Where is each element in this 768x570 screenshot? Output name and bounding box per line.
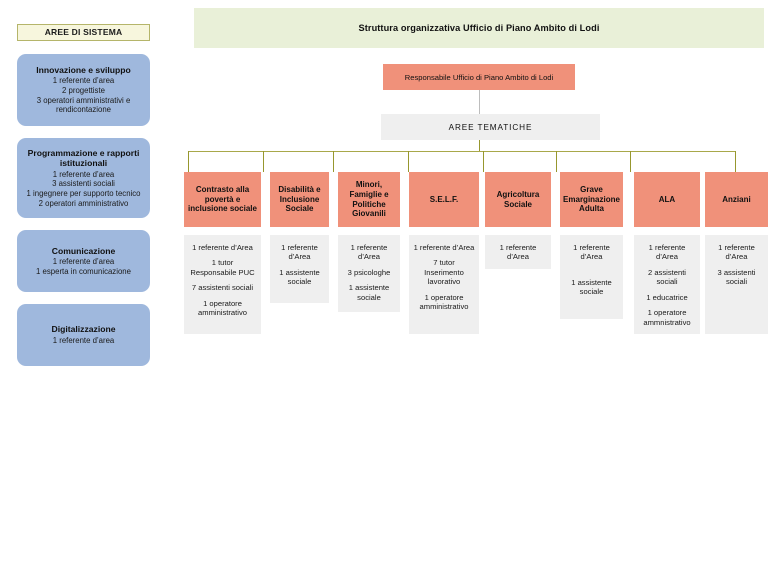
role-entry: 1 operatore ammnistrativo <box>643 308 691 327</box>
column-header[interactable]: ALA <box>634 172 700 227</box>
column-body: 1 referente d’Area 7 tutor Inserimento l… <box>409 235 479 334</box>
column-body: 1 referente d’Area 2 assistenti sociali … <box>634 235 700 334</box>
role-entry: 1 referente d’Area <box>350 243 388 262</box>
system-area-box-comunicazione[interactable]: Comunicazione 1 referente d’area 1 esper… <box>17 230 150 292</box>
column-anziani: Anziani 1 referente d’Area 3 assistenti … <box>705 172 768 334</box>
system-area-line: 1 referente d’area <box>52 76 115 86</box>
role-entry: 3 assistenti sociali <box>717 267 756 287</box>
system-area-line: 3 operatori amministrativi e rendicontaz… <box>36 95 131 115</box>
column-header[interactable]: Grave Emarginazione Adulta <box>560 172 623 227</box>
role-entry: 1 assistente sociale <box>348 283 390 302</box>
role-entry: 1 referente d’Area <box>281 243 318 262</box>
system-area-title: Innovazione e sviluppo <box>36 64 131 75</box>
connector-drop-6 <box>556 151 557 172</box>
column-body: 1 referente d’Area <box>485 235 551 269</box>
role-entry: 7 tutor Inserimento lavorativo <box>424 258 464 287</box>
column-header[interactable]: Disabilità e Inclusione Sociale <box>270 172 329 227</box>
column-body: 1 referente d’Area 3 assistenti sociali <box>705 235 768 334</box>
system-area-line: 1 esperta in comunicazione <box>36 266 131 276</box>
role-entry: 1 referente d’Area <box>648 243 686 262</box>
column-header[interactable]: Anziani <box>705 172 768 227</box>
role-entry: 1 tutor Responsabile PUC <box>190 258 255 277</box>
column-header[interactable]: S.E.L.F. <box>409 172 479 227</box>
connector-drop-5 <box>483 151 484 172</box>
column-disabilita-inclusione: Disabilità e Inclusione Sociale 1 refere… <box>270 172 329 303</box>
column-contrasto-poverta: Contrasto alla povertà e inclusione soci… <box>184 172 261 334</box>
system-area-box-programmazione[interactable]: Programmazione e rapporti istituzionali … <box>17 138 150 218</box>
role-entry: 1 assistente sociale <box>571 277 612 297</box>
role-entry: 1 referente d’Area <box>499 243 537 262</box>
system-area-line: 3 assistenti sociali <box>52 179 115 189</box>
system-area-line: 2 progettiste <box>62 86 105 96</box>
column-ala: ALA 1 referente d’Area 2 assistenti soci… <box>634 172 700 334</box>
column-minori-famiglie: Minori, Famiglie e Politiche Giovanili 1… <box>338 172 400 312</box>
role-entry: 7 assistenti sociali <box>191 283 254 293</box>
system-area-line: 1 referente d’area <box>52 169 115 179</box>
system-area-line: 2 operatori amministrativo <box>38 198 129 208</box>
role-entry: 2 assistenti sociali <box>648 267 686 287</box>
connector-drop-4 <box>408 151 409 172</box>
role-entry: 1 educatrice <box>646 292 688 302</box>
column-body: 1 referente d’Area 1 assistente sociale <box>560 235 623 319</box>
column-agricoltura-sociale: Agricoltura Sociale 1 referente d’Area <box>485 172 551 269</box>
node-responsabile[interactable]: Responsabile Ufficio di Piano Ambito di … <box>383 64 575 90</box>
node-aree-tematiche[interactable]: AREE TEMATICHE <box>381 114 600 140</box>
column-header[interactable]: Agricoltura Sociale <box>485 172 551 227</box>
connector-drop-8 <box>735 151 736 172</box>
system-areas-header: AREE DI SISTEMA <box>17 24 150 41</box>
system-area-box-innovazione[interactable]: Innovazione e sviluppo 1 referente d’are… <box>17 54 150 126</box>
connector-drop-7 <box>630 151 631 172</box>
system-area-box-digitalizzazione[interactable]: Digitalizzazione 1 referente d’area <box>17 304 150 366</box>
column-header[interactable]: Contrasto alla povertà e inclusione soci… <box>184 172 261 227</box>
role-entry: 1 operatore amministrativo <box>198 298 247 318</box>
system-areas-sidebar: AREE DI SISTEMA Innovazione e sviluppo 1… <box>17 24 150 378</box>
system-area-line: 1 referente d’area <box>52 335 115 345</box>
chart-title: Struttura organizzativa Ufficio di Piano… <box>194 8 764 48</box>
column-grave-emarginazione: Grave Emarginazione Adulta 1 referente d… <box>560 172 623 319</box>
role-entry: 1 referente d’Area <box>192 243 253 252</box>
system-area-line: 1 ingegnere per supporto tecnico <box>26 188 141 198</box>
connector-drop-1 <box>188 151 189 172</box>
system-area-title: Digitalizzazione <box>51 324 116 335</box>
column-header[interactable]: Minori, Famiglie e Politiche Giovanili <box>338 172 400 227</box>
connector-responsabile-aree <box>479 90 480 114</box>
connector-drop-3 <box>333 151 334 172</box>
role-entry: 1 referente d’Area <box>718 243 755 262</box>
role-entry: 1 operatore amministrativo <box>419 292 469 312</box>
column-body: 1 referente d’Area 1 tutor Responsabile … <box>184 235 261 334</box>
role-entry: 1 referente d’Area <box>573 243 610 262</box>
role-entry: 1 assistente sociale <box>279 267 320 287</box>
role-entry: 1 referente d’Area <box>413 243 475 252</box>
connector-drop-2 <box>263 151 264 172</box>
system-area-line: 1 referente d’area <box>52 257 115 267</box>
column-self: S.E.L.F. 1 referente d’Area 7 tutor Inse… <box>409 172 479 334</box>
system-area-title: Programmazione e rapporti istituzionali <box>27 147 140 169</box>
column-body: 1 referente d’Area 3 psicologhe 1 assist… <box>338 235 400 312</box>
connector-horizontal-bus <box>188 151 735 152</box>
column-body: 1 referente d’Area 1 assistente sociale <box>270 235 329 303</box>
role-entry: 3 psicologhe <box>347 267 391 277</box>
system-area-title: Comunicazione <box>51 245 116 256</box>
connector-aree-bus <box>479 140 480 151</box>
